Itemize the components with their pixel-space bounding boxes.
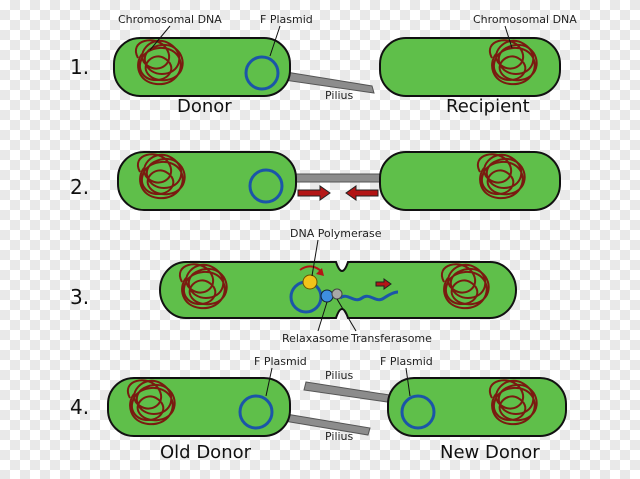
f-plasmid-label: F Plasmid: [254, 355, 307, 368]
polymerase-arrowhead: [316, 268, 324, 276]
transferasome-label: Transferasome: [350, 332, 432, 345]
f-plasmid: [400, 394, 436, 430]
new-donor-label: New Donor: [440, 442, 540, 463]
f-plasmid: [248, 168, 284, 204]
recipient-label: Recipient: [446, 96, 530, 117]
step-4: F Plasmid F Plasmid Pilius Pilius Old Do…: [107, 355, 567, 463]
step-4-number: 4.: [70, 395, 89, 419]
step-1: Chromosomal DNA F Plasmid Chromosomal DN…: [113, 13, 577, 117]
chromosomal-dna-label: Chromosomal DNA: [118, 13, 222, 26]
donor-label: Donor: [177, 96, 232, 117]
dna-polymerase-label: DNA Polymerase: [290, 227, 382, 240]
pilus: [291, 173, 385, 183]
transfer-arrow-icon: [375, 278, 392, 290]
old-donor-label: Old Donor: [160, 442, 252, 463]
arrow-right-icon: [297, 185, 331, 201]
arrow-left-icon: [345, 185, 379, 201]
step-3: DNA Polymerase Relaxasome Transferasome: [159, 227, 517, 345]
pilus: [303, 381, 397, 404]
f-plasmid-label: F Plasmid: [260, 13, 313, 26]
recipient-cell: [379, 151, 561, 211]
dna-strand: [339, 290, 399, 302]
pilius-label: Pilius: [325, 430, 354, 443]
relaxasome: [320, 289, 334, 303]
step-3-number: 3.: [70, 285, 89, 309]
f-plasmid-label: F Plasmid: [380, 355, 433, 368]
recipient-cell: [379, 37, 561, 97]
chromosomal-dna-label: Chromosomal DNA: [473, 13, 577, 26]
dna-polymerase: [302, 274, 318, 290]
f-plasmid: [238, 394, 274, 430]
pilius-label: Pilius: [325, 369, 354, 382]
donor-cell: [113, 37, 291, 97]
step-2-number: 2.: [70, 175, 89, 199]
step-1-number: 1.: [70, 55, 89, 79]
pilius-label: Pilius: [325, 89, 354, 102]
relaxasome-label: Relaxasome: [282, 332, 349, 345]
step-2: [117, 151, 561, 211]
transferasome: [331, 288, 343, 300]
f-plasmid: [244, 55, 280, 91]
